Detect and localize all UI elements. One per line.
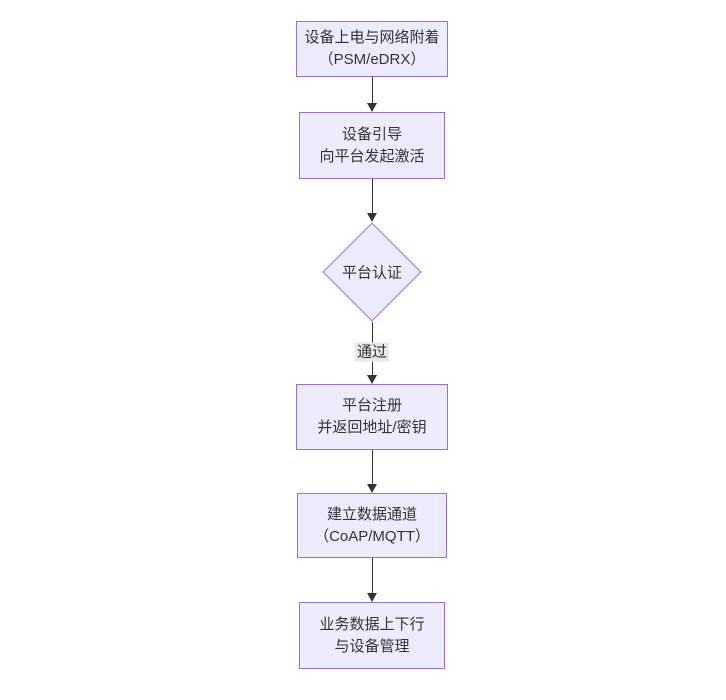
edge-auth-to-register: 通过 <box>296 322 448 384</box>
edge-line <box>371 179 373 214</box>
arrowhead-down-icon <box>367 213 377 222</box>
node-line: 并返回地址/密钥 <box>317 419 427 436</box>
edge-line <box>371 558 373 594</box>
node-data-channel: 建立数据通道 （CoAP/MQTT） <box>297 493 447 558</box>
node-platform-auth-decision: 平台认证 <box>322 222 422 322</box>
flowchart-column: 设备上电与网络附着 （PSM/eDRX） 设备引导 向平台发起激活 平台认证 通… <box>296 21 448 669</box>
node-line: 业务数据上下行 <box>319 615 425 633</box>
node-line: 设备上电与网络附着 <box>304 29 440 46</box>
node-business-data-management: 业务数据上下行 与设备管理 <box>299 602 445 669</box>
decision-label: 平台认证 <box>341 264 403 282</box>
arrowhead-down-icon <box>367 375 377 384</box>
node-device-bootstrap: 设备引导 向平台发起激活 <box>299 112 445 179</box>
edge-label-pass: 通过 <box>354 342 390 362</box>
node-line: 平台注册 <box>341 397 402 414</box>
node-line: 设备引导 <box>341 125 402 143</box>
node-line: （CoAP/MQTT） <box>314 527 430 545</box>
arrowhead-down-icon <box>367 103 377 112</box>
node-power-network-attach: 设备上电与网络附着 （PSM/eDRX） <box>296 21 448 77</box>
arrowhead-down-icon <box>367 593 377 602</box>
node-platform-register: 平台注册 并返回地址/密钥 <box>296 384 448 450</box>
edge-register-to-channel <box>296 450 448 493</box>
node-line: （PSM/eDRX） <box>318 51 426 68</box>
edge-line <box>371 77 373 104</box>
node-line: 建立数据通道 <box>326 505 417 523</box>
node-line: 向平台发起激活 <box>319 147 425 165</box>
node-line: 与设备管理 <box>334 637 410 655</box>
edge-channel-to-business <box>296 558 448 602</box>
edge-attach-to-bootstrap <box>296 77 448 112</box>
edge-line <box>371 450 373 485</box>
edge-bootstrap-to-auth <box>296 179 448 222</box>
arrowhead-down-icon <box>367 484 377 493</box>
